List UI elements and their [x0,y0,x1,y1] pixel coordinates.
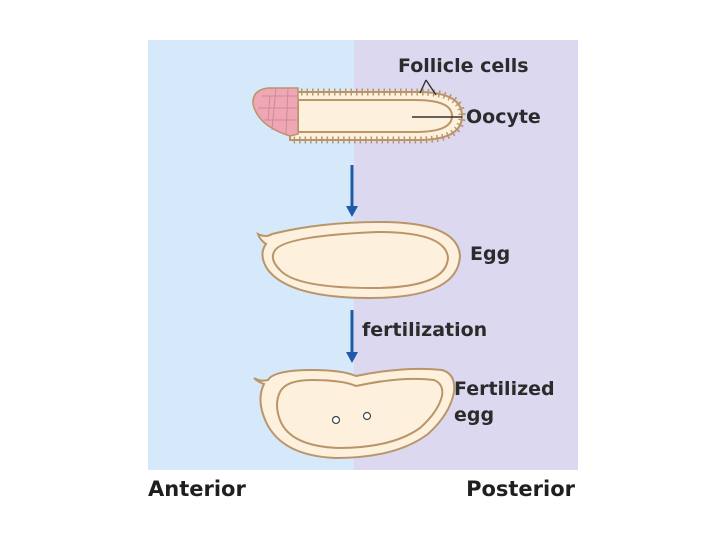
arrow-egg-to-fertilized [346,310,358,363]
egg-inner [271,230,450,290]
pronucleus-left [331,415,341,425]
pronucleus-right [362,411,372,421]
oocyte-stage [252,87,466,144]
fertilized-egg-label-line2: egg [454,404,495,426]
fertilized-egg-inner [276,377,444,450]
fertilized-egg-stage [253,367,456,460]
egg-stage [256,220,462,300]
arrow-oocyte-to-egg [346,165,358,217]
fertilization-label: fertilization [362,319,488,341]
fertilized-egg-label-line1: Fertilized [454,378,555,400]
follicle-cells-leader-b [425,79,437,96]
nurse-cell-borders [258,87,298,135]
posterior-label: Posterior [466,477,575,501]
oocyte-body [297,99,454,133]
anterior-label: Anterior [148,477,246,501]
oocyte-label: Oocyte [466,106,541,128]
follicle-cells-leader-a [419,79,427,94]
follicle-cells-label: Follicle cells [398,55,529,77]
egg-label: Egg [470,243,511,265]
